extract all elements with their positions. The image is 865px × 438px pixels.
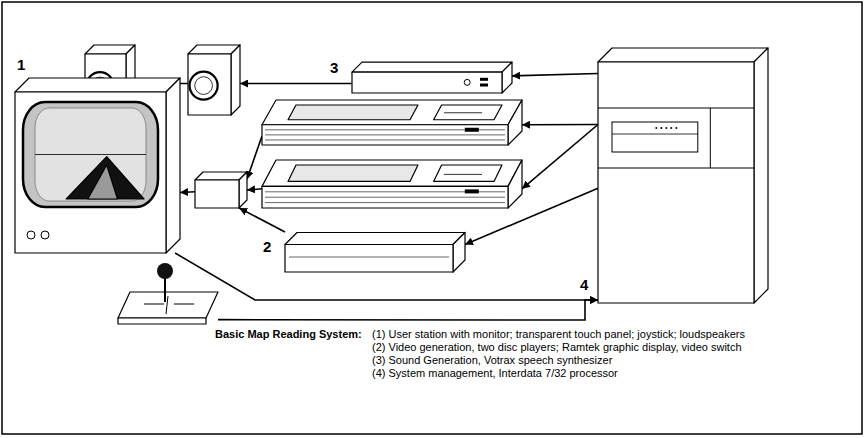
speech-synthesizer-drawing bbox=[352, 55, 512, 93]
signal-arrow bbox=[522, 125, 598, 189]
monitor-drawing bbox=[15, 78, 180, 253]
callout-number: 1 bbox=[17, 56, 25, 73]
callout-number: 3 bbox=[330, 59, 338, 76]
signal-arrow bbox=[180, 191, 195, 193]
signal-arrow bbox=[522, 124, 598, 126]
processor-drawing bbox=[598, 48, 768, 303]
caption-heading: Basic Map Reading System: bbox=[215, 328, 362, 341]
processor: 4 bbox=[598, 48, 768, 303]
joystick bbox=[118, 262, 218, 324]
disc-player-drawing bbox=[262, 100, 522, 145]
caption-line: (1) User station with monitor; transpare… bbox=[372, 328, 745, 341]
disc-player bbox=[262, 160, 522, 208]
graphic-display-drawing bbox=[285, 222, 465, 272]
signal-arrow bbox=[512, 74, 598, 76]
signal-arrow bbox=[247, 136, 262, 179]
speech-synthesizer: 3 bbox=[352, 55, 512, 93]
callout-number: 4 bbox=[580, 276, 588, 293]
signal-arrow bbox=[247, 189, 262, 190]
joystick-drawing bbox=[118, 262, 218, 324]
disc-player bbox=[262, 100, 522, 145]
signal-arrow bbox=[240, 83, 352, 85]
graphic-display bbox=[285, 222, 465, 272]
callout-number: 2 bbox=[263, 238, 271, 255]
caption-line: (4) System management, Interdata 7/32 pr… bbox=[372, 367, 618, 380]
loudspeaker bbox=[188, 45, 240, 115]
loudspeaker-drawing bbox=[188, 45, 240, 115]
monitor: 1 bbox=[15, 78, 180, 253]
signal-arrow bbox=[239, 208, 285, 232]
caption-line: (3) Sound Generation, Votrax speech synt… bbox=[372, 354, 612, 367]
video-switch bbox=[195, 172, 247, 208]
caption-line: (2) Video generation, two disc players; … bbox=[372, 341, 742, 354]
disc-player-drawing bbox=[262, 160, 522, 208]
video-switch-drawing bbox=[195, 172, 247, 208]
signal-arrow bbox=[218, 300, 598, 320]
